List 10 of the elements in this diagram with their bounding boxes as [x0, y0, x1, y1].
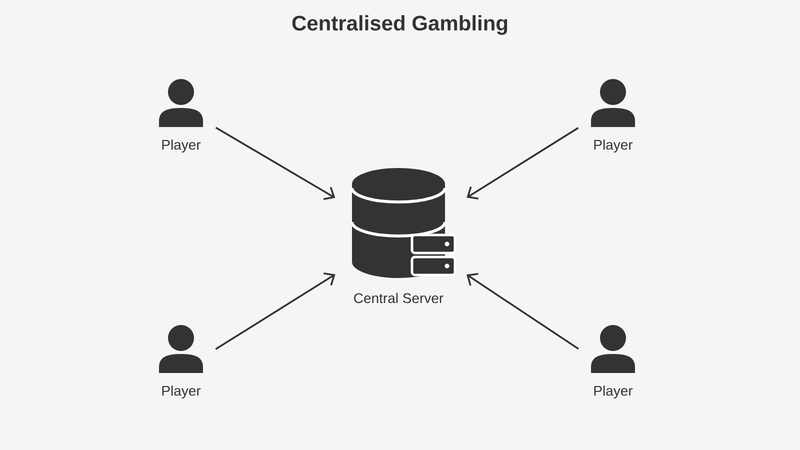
node-label: Player [162, 385, 201, 399]
arrow [215, 126, 336, 200]
node-label: Player [594, 385, 633, 399]
node-label: Player [594, 139, 633, 153]
node-label: Central Server [354, 292, 444, 304]
arrow [215, 272, 336, 350]
node-label: Player [162, 139, 201, 153]
title: Centralised Gambling [292, 15, 508, 35]
arrow [466, 273, 579, 350]
arrow [466, 127, 579, 200]
